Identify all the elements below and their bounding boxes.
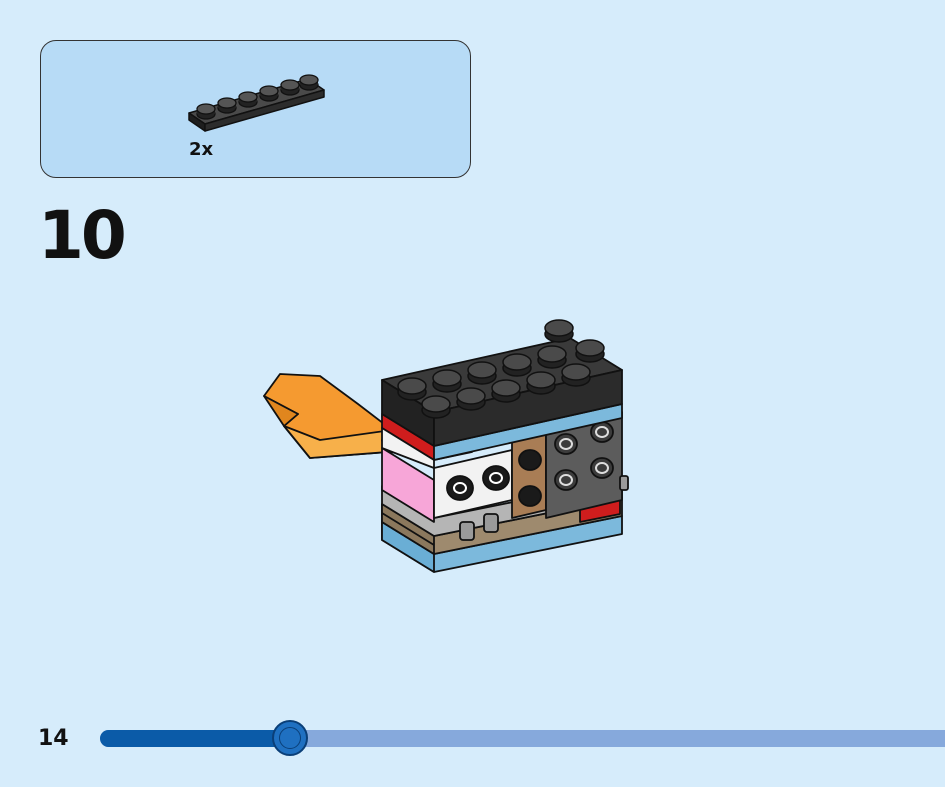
- progress-track[interactable]: [100, 730, 945, 747]
- black-plate-1x6-icon: [188, 74, 325, 132]
- step-number: 10: [38, 197, 127, 274]
- parts-callout-box: 2x: [40, 40, 471, 178]
- page-number: 14: [38, 726, 69, 751]
- part-count-label: 2x: [189, 139, 214, 160]
- progress-fill: [100, 730, 290, 747]
- progress-knob[interactable]: [272, 720, 308, 756]
- brick-model-illustration: [263, 319, 629, 573]
- page-progress-slider[interactable]: [100, 718, 945, 758]
